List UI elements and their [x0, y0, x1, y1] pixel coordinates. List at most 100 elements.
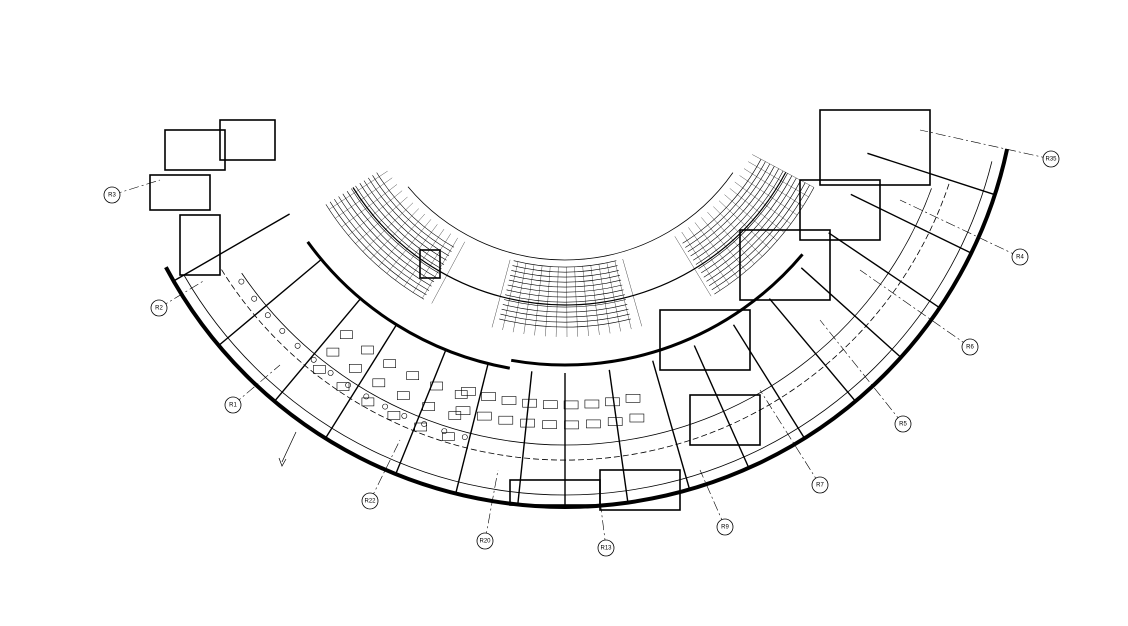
seat-divider [412, 233, 451, 293]
grid-label-r2: R2 [155, 306, 163, 312]
toilet-block-east [819, 109, 931, 186]
grid-label-r6: R6 [966, 345, 974, 351]
grid-line [369, 439, 401, 502]
dining-table [430, 381, 443, 391]
grid-label-r9: R9 [721, 525, 729, 531]
grid-line [158, 279, 206, 309]
dining-table [326, 347, 340, 357]
seat-row-center [507, 284, 623, 293]
seat-divider [403, 229, 445, 287]
northwest-stair-block [164, 129, 226, 171]
radial-partition [608, 369, 629, 503]
seat-row-west [363, 180, 447, 261]
radial-partition [273, 298, 362, 402]
planter [363, 393, 370, 400]
seat-divider [502, 261, 519, 331]
seat-row-center [500, 313, 630, 323]
seat-row-east [698, 173, 788, 269]
study-table [607, 417, 623, 426]
seat-divider [341, 184, 398, 228]
inner-wall-west [306, 241, 511, 370]
grid-bubble-r13: R13 [597, 539, 615, 557]
seat-divider [395, 224, 438, 281]
seat-divider [681, 231, 721, 291]
seat-divider [523, 264, 535, 335]
seat-divider [606, 262, 621, 332]
grid-label-r4: R4 [1016, 255, 1024, 261]
seat-divider [743, 168, 804, 207]
radial-partition [768, 298, 857, 402]
radial-partition [800, 267, 902, 358]
seat-divider [555, 266, 559, 337]
seat-row-east [714, 187, 815, 295]
study-table [461, 387, 476, 396]
northwest-stair [219, 119, 276, 161]
seat-row-center [505, 294, 625, 303]
planter [461, 434, 468, 440]
seat-divider [729, 188, 785, 233]
seat-row-center [503, 299, 627, 308]
seat-row-east [690, 166, 775, 257]
study-table [498, 415, 514, 425]
grid-bubble-r3: R3 [103, 186, 121, 204]
seat-row-center [506, 289, 624, 298]
dining-table [448, 411, 462, 420]
seat-row-west [346, 191, 437, 278]
seat-row-west [359, 183, 445, 265]
grid-line [919, 129, 1052, 160]
auditorium-seating [325, 154, 815, 338]
planter [382, 403, 388, 410]
seat-divider [491, 259, 511, 328]
seat-divider [566, 266, 568, 338]
study-table [564, 420, 579, 430]
radial-partition [218, 258, 322, 347]
seat-row-center [508, 279, 622, 288]
seat-divider [574, 266, 578, 337]
planter [238, 278, 245, 285]
study-table [455, 406, 471, 416]
stage-edge [407, 172, 734, 261]
seat-row-center [512, 265, 618, 273]
seat-divider [348, 190, 403, 236]
service-room-west [179, 214, 221, 276]
seat-divider [713, 206, 763, 257]
planter [251, 295, 258, 302]
inner-wall-middle [510, 253, 804, 367]
study-table [542, 420, 557, 430]
radial-partition [455, 363, 489, 494]
seat-divider [739, 175, 798, 216]
study-table [476, 411, 492, 421]
seat-row-east [711, 184, 810, 291]
corridor-line [221, 180, 951, 461]
lobby-counter [509, 479, 601, 506]
study-table [563, 400, 579, 410]
seat-divider [707, 211, 755, 265]
seat-row-east [706, 180, 801, 282]
seat-row-west [338, 196, 432, 287]
seat-row-east [708, 182, 806, 286]
grid-line [699, 469, 726, 528]
seat-row-west [351, 188, 440, 274]
seat-divider [674, 236, 712, 297]
grid-bubble-r6: R6 [961, 338, 979, 356]
service-room-east [799, 179, 881, 241]
grid-bubble-r5: R5 [894, 415, 912, 433]
planter [264, 312, 271, 319]
seat-divider [334, 177, 393, 219]
seat-divider [748, 161, 809, 198]
seat-row-center [510, 275, 620, 283]
toilet-block-west [149, 174, 211, 211]
study-table [625, 393, 641, 403]
seat-divider [370, 208, 419, 260]
dining-table [361, 345, 374, 355]
planter [421, 421, 427, 427]
grid-line [484, 469, 499, 542]
seat-row-east [682, 159, 762, 244]
seat-divider [598, 264, 611, 334]
room-partitions [149, 109, 996, 511]
auditorium-edge [352, 172, 787, 306]
planter [310, 356, 317, 363]
seat-row-east [695, 170, 784, 265]
seat-divider [378, 213, 425, 267]
grid-label-r35: R35 [1045, 157, 1057, 163]
